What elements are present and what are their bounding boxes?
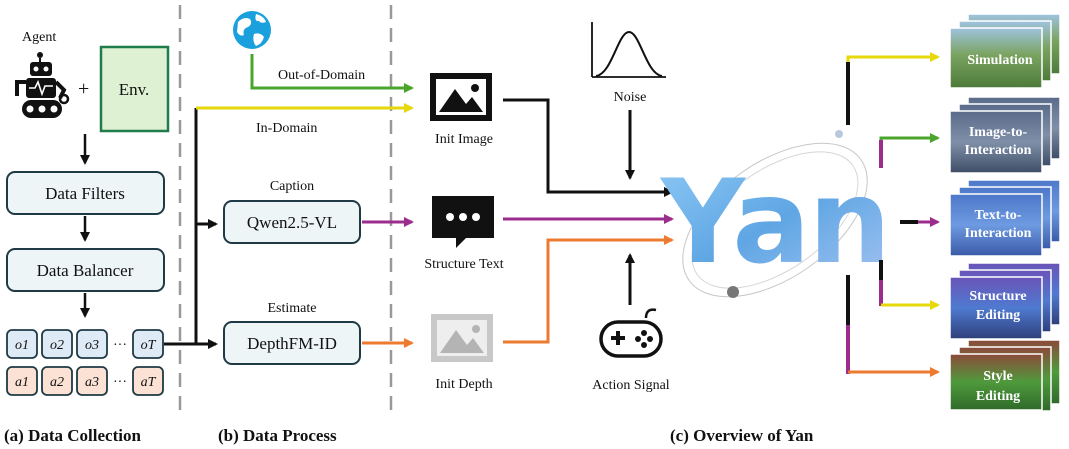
ood-label: Out-of-Domain — [278, 68, 365, 83]
output-image-line1: Image-to- — [969, 125, 1028, 140]
obs-T: oT — [141, 338, 157, 353]
noise-label: Noise — [614, 90, 647, 105]
output-text-to-interaction: Text-to- Interaction — [949, 179, 1061, 257]
qwen-box — [223, 200, 361, 244]
output-simulation-label: Simulation — [967, 53, 1033, 68]
speech-bubble-icon — [432, 196, 494, 248]
globe-icon — [233, 11, 271, 49]
output-text-line2: Interaction — [965, 226, 1032, 241]
action-signal-label: Action Signal — [592, 378, 669, 393]
noise-curve-icon — [591, 22, 666, 78]
env-box — [99, 45, 170, 133]
arrow-depth-to-yan — [503, 235, 674, 344]
act-T: aT — [141, 375, 157, 390]
yan-logo-text: Yan — [659, 155, 889, 290]
indomain-label: In-Domain — [256, 121, 317, 136]
structure-text-label: Structure Text — [424, 257, 503, 272]
act-1: a1 — [15, 375, 29, 390]
act-ellipsis: ··· — [113, 375, 127, 390]
yan-logo: Yan — [659, 130, 891, 298]
caption-c: (c) Overview of Yan — [670, 426, 814, 445]
depthfm-label: DepthFM-ID — [247, 334, 337, 353]
obs-3: o3 — [85, 338, 99, 353]
output-style-editing: Style Editing — [949, 339, 1061, 412]
gamepad-icon — [599, 308, 663, 358]
output-style-line1: Style — [983, 369, 1013, 384]
arrow-image-to-yan — [503, 98, 674, 197]
env-label: Env. — [119, 80, 150, 99]
act-3: a3 — [85, 375, 99, 390]
output-image-to-interaction: Image-to- Interaction — [949, 96, 1061, 174]
branch-image-to-interaction — [879, 133, 940, 165]
init-depth-icon — [431, 314, 493, 362]
caption-b: (b) Data Process — [218, 426, 337, 445]
obs-ellipsis: ··· — [113, 338, 127, 353]
caption-a: (a) Data Collection — [4, 426, 141, 445]
output-structure-line1: Structure — [969, 289, 1026, 304]
output-simulation: Simulation — [949, 13, 1061, 89]
output-image-line2: Interaction — [965, 143, 1032, 158]
agent-label: Agent — [22, 30, 56, 45]
output-structure-line2: Editing — [976, 308, 1020, 323]
caption-label: Caption — [270, 179, 314, 194]
estimate-label: Estimate — [268, 301, 317, 316]
init-image-label: Init Image — [435, 132, 493, 147]
output-text-line1: Text-to- — [975, 208, 1022, 223]
depthfm-box — [223, 321, 361, 365]
obs-2: o2 — [50, 338, 64, 353]
output-structure-editing: Structure Editing — [949, 262, 1061, 340]
data-filters-box — [6, 171, 165, 215]
act-2: a2 — [50, 375, 64, 390]
action-sequence: a1 a2 a3 ··· aT — [6, 366, 164, 396]
obs-1: o1 — [15, 338, 29, 353]
robot-icon — [15, 52, 70, 118]
qwen-label: Qwen2.5-VL — [247, 213, 337, 232]
data-balancer-box — [6, 248, 165, 292]
data-balancer-label: Data Balancer — [37, 261, 134, 280]
branch-simulation — [846, 52, 940, 125]
init-image-icon — [430, 73, 492, 121]
data-filters-label: Data Filters — [45, 184, 125, 203]
ood-arrow — [250, 54, 414, 93]
observation-sequence: o1 o2 o3 ··· oT — [6, 329, 164, 359]
output-style-line2: Editing — [976, 389, 1020, 404]
init-depth-label: Init Depth — [435, 377, 492, 392]
plus-sign: + — [78, 78, 89, 100]
